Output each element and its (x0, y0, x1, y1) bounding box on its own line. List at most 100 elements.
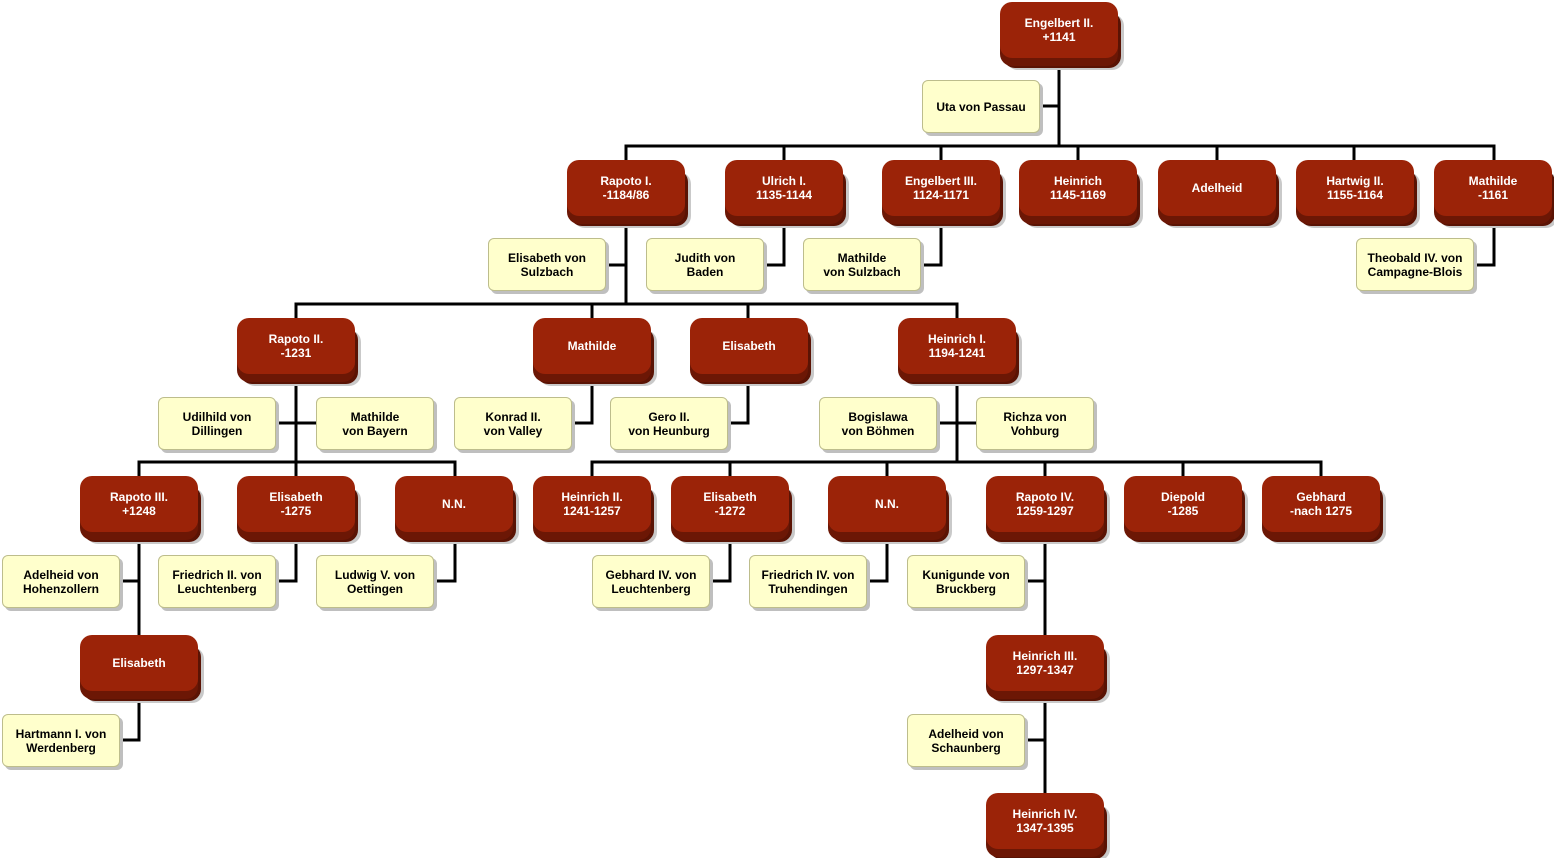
person-dates: Leuchtenberg (177, 581, 257, 596)
connector-line (274, 538, 298, 583)
person-dates: -1161 (1477, 188, 1509, 202)
person-heinrich: Heinrich 1145-1169 (1019, 160, 1137, 216)
person-dates: 1135-1144 (755, 188, 813, 202)
person-nn: N.N. (395, 476, 513, 532)
person-dates: Truhendingen (768, 581, 848, 596)
person-name: Engelbert III. (904, 174, 977, 188)
person-name: Heinrich II. (561, 490, 623, 504)
person-adelheid: Adelheid (1158, 160, 1276, 216)
spouse-udilhild-von-dillingen: Udilhild von Dillingen (158, 397, 276, 450)
person-name: Rapoto II. (268, 332, 324, 346)
spouse-friedrich-ii-von-leuchtenberg: Friedrich II. von Leuchtenberg (158, 555, 276, 608)
person-mathilde-1161: Mathilde -1161 (1434, 160, 1552, 216)
spouse-uta-von-passau: Uta von Passau (922, 80, 1040, 133)
person-dates: 1145-1169 (1049, 188, 1107, 202)
person-dates: Hohenzollern (22, 581, 99, 596)
person-name: Judith von (674, 250, 736, 265)
person-elisabeth-1275: Elisabeth -1275 (237, 476, 355, 532)
person-heinrich-iv: Heinrich IV. 1347-1395 (986, 793, 1104, 849)
person-name: Elisabeth (722, 339, 776, 353)
person-name: Elisabeth von (507, 250, 587, 265)
person-engelbert-ii: Engelbert II. +1141 (1000, 2, 1118, 58)
connector-line (274, 380, 318, 464)
person-dates: 1259-1297 (1016, 504, 1074, 518)
spouse-mathilde-von-bayern: Mathilde von Bayern (316, 397, 434, 450)
spouse-gebhard-iv-von-leuchtenberg: Gebhard IV. von Leuchtenberg (592, 555, 710, 608)
person-name: Friedrich IV. von (761, 567, 855, 582)
person-name: Mathilde (350, 409, 400, 424)
person-rapoto-i: Rapoto I. -1184/86 (567, 160, 685, 216)
spouse-richza-von-vohburg: Richza von Vohburg (976, 397, 1094, 450)
person-name: Rapoto I. (600, 174, 652, 188)
connector-line (866, 538, 889, 583)
person-nn-2: N.N. (828, 476, 946, 532)
person-dates: Oettingen (347, 581, 403, 596)
person-name: Heinrich III. (1012, 649, 1078, 663)
connector-line (762, 222, 786, 267)
spouse-ludwig-v-von-oettingen: Ludwig V. von Oettingen (316, 555, 434, 608)
connector-line (726, 380, 750, 425)
connector-line (433, 538, 457, 583)
person-name: Konrad II. (485, 409, 541, 424)
spouse-konrad-ii-von-valley: Konrad II. von Valley (454, 397, 572, 450)
person-dates: Vohburg (1010, 423, 1060, 438)
person-name: N.N. (875, 497, 899, 511)
person-name: Adelheid (1191, 181, 1243, 195)
person-heinrich-i: Heinrich I. 1194-1241 (898, 318, 1016, 374)
person-name: Bogislawa (848, 409, 908, 424)
connector-line (118, 538, 141, 638)
person-dates: 1241-1257 (563, 504, 621, 518)
spouse-gero-ii-von-heunburg: Gero II. von Heunburg (610, 397, 728, 450)
spouse-friedrich-iv-von-truhendingen: Friedrich IV. von Truhendingen (749, 555, 867, 608)
spouse-hartmann-i-von-werdenberg: Hartmann I. von Werdenberg (2, 714, 120, 767)
person-mathilde: Mathilde (533, 318, 651, 374)
person-dates: Leuchtenberg (611, 581, 691, 596)
person-name: Elisabeth (703, 490, 757, 504)
person-name: Gebhard (1296, 490, 1346, 504)
person-dates: Schaunberg (931, 740, 1001, 755)
person-name: Rapoto IV. (1015, 490, 1075, 504)
connector-line (118, 696, 141, 742)
person-dates: +1141 (1042, 30, 1076, 44)
person-dates: -1285 (1167, 504, 1199, 518)
person-name: Ludwig V. von (334, 567, 416, 582)
person-name: Rapoto III. (110, 490, 168, 504)
person-name: Ulrich I. (761, 174, 806, 188)
connector-line (604, 222, 628, 306)
person-engelbert-iii: Engelbert III. 1124-1171 (882, 160, 1000, 216)
person-name: Elisabeth (112, 656, 166, 670)
person-dates: -1275 (280, 504, 312, 518)
connector-line (935, 380, 978, 464)
person-gebhard: Gebhard -nach 1275 (1262, 476, 1380, 532)
spouse-bogislawa-von-boehmen: Bogislawa von Böhmen (819, 397, 937, 450)
person-dates: -1184/86 (602, 188, 650, 202)
person-name: Diepold (1161, 490, 1205, 504)
person-dates: Dillingen (191, 423, 243, 438)
person-dates: von Sulzbach (823, 264, 901, 279)
person-name: Hartwig II. (1326, 174, 1384, 188)
person-dates: 1297-1347 (1016, 663, 1074, 677)
connector-line (624, 144, 1496, 162)
person-name: Friedrich II. von (172, 567, 262, 582)
person-name: Kunigunde von (922, 567, 1010, 582)
person-rapoto-iv: Rapoto IV. 1259-1297 (986, 476, 1104, 532)
person-dates: +1248 (122, 504, 156, 518)
connector-line (294, 302, 959, 320)
connector-line (1023, 538, 1047, 638)
person-name: Mathilde (1468, 174, 1518, 188)
person-rapoto-iii: Rapoto III. +1248 (80, 476, 198, 532)
person-name: Heinrich (1053, 174, 1102, 188)
person-rapoto-ii: Rapoto II. -1231 (237, 318, 355, 374)
person-dates: 1347-1395 (1016, 821, 1074, 835)
person-hartwig-ii: Hartwig II. 1155-1164 (1296, 160, 1414, 216)
person-dates: von Valley (483, 423, 543, 438)
spouse-theobald-iv: Theobald IV. von Campagne-Blois (1356, 238, 1474, 291)
person-name: Uta von Passau (936, 99, 1026, 114)
person-dates: -nach 1275 (1289, 504, 1353, 518)
person-dates: 1124-1171 (912, 188, 970, 202)
person-name: Richza von (1003, 409, 1067, 424)
person-dates: Werdenberg (26, 740, 96, 755)
person-elisabeth-1272: Elisabeth -1272 (671, 476, 789, 532)
person-dates: Sulzbach (520, 264, 574, 279)
